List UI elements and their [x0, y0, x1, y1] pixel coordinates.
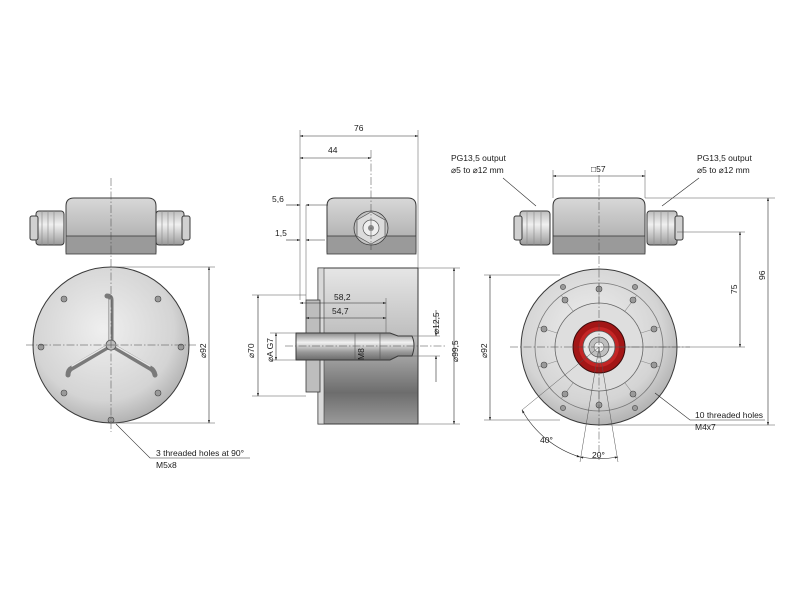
side-view: 76 44 5,6 1,5 58,2 54,7 ⌀70 ⌀A G7 M8	[246, 123, 460, 425]
dim-75-label: 75	[729, 284, 739, 294]
dim-1-5-label: 1,5	[275, 228, 287, 238]
dim-70-label: ⌀70	[246, 343, 256, 358]
left-note-line2: M5x8	[156, 460, 177, 470]
dim-54-7-label: 54,7	[332, 306, 349, 316]
left-diameter-92-label: ⌀92	[198, 343, 208, 358]
angle-20-label: 20°	[592, 450, 605, 460]
pg-left-line1: PG13,5 output	[451, 153, 506, 163]
pg-right-line2: ⌀5 to ⌀12 mm	[697, 165, 750, 175]
left-note-line1: 3 threaded holes at 90°	[156, 448, 244, 458]
right-note-line1: 10 threaded holes	[695, 410, 763, 420]
right-threaded-holes	[540, 284, 658, 411]
right-cable-gland-right	[646, 210, 684, 246]
left-cable-gland-right	[155, 210, 191, 246]
dim-96-label: 96	[757, 270, 767, 280]
left-rim-screws	[37, 295, 185, 424]
right-view: □57 PG13,5 output ⌀5 to ⌀12 mm PG13,5 ou…	[451, 153, 775, 463]
dim-76-label: 76	[354, 123, 364, 133]
dim-12-5-label: ⌀12,5	[431, 312, 441, 334]
dim-a-g7-label: ⌀A G7	[265, 338, 275, 362]
left-view: ⌀92 3 threaded holes at 90° M5x8	[26, 178, 250, 470]
left-cable-gland-left	[29, 210, 65, 246]
dim-58-2-label: 58,2	[334, 292, 351, 302]
pg-left-line2: ⌀5 to ⌀12 mm	[451, 165, 504, 175]
right-cable-gland-left	[513, 210, 551, 246]
right-note-line2: M4x7	[695, 422, 716, 432]
pg-right-line1: PG13,5 output	[697, 153, 752, 163]
dim-99-5-label: ⌀99,5	[450, 340, 460, 362]
dim-44-label: 44	[328, 145, 338, 155]
dim-57-label: □57	[591, 164, 606, 174]
right-diameter-92-label: ⌀92	[479, 343, 489, 358]
dim-m8-label: M8	[356, 348, 366, 360]
angle-40-label: 40°	[540, 435, 553, 445]
dim-5-6-label: 5,6	[272, 194, 284, 204]
